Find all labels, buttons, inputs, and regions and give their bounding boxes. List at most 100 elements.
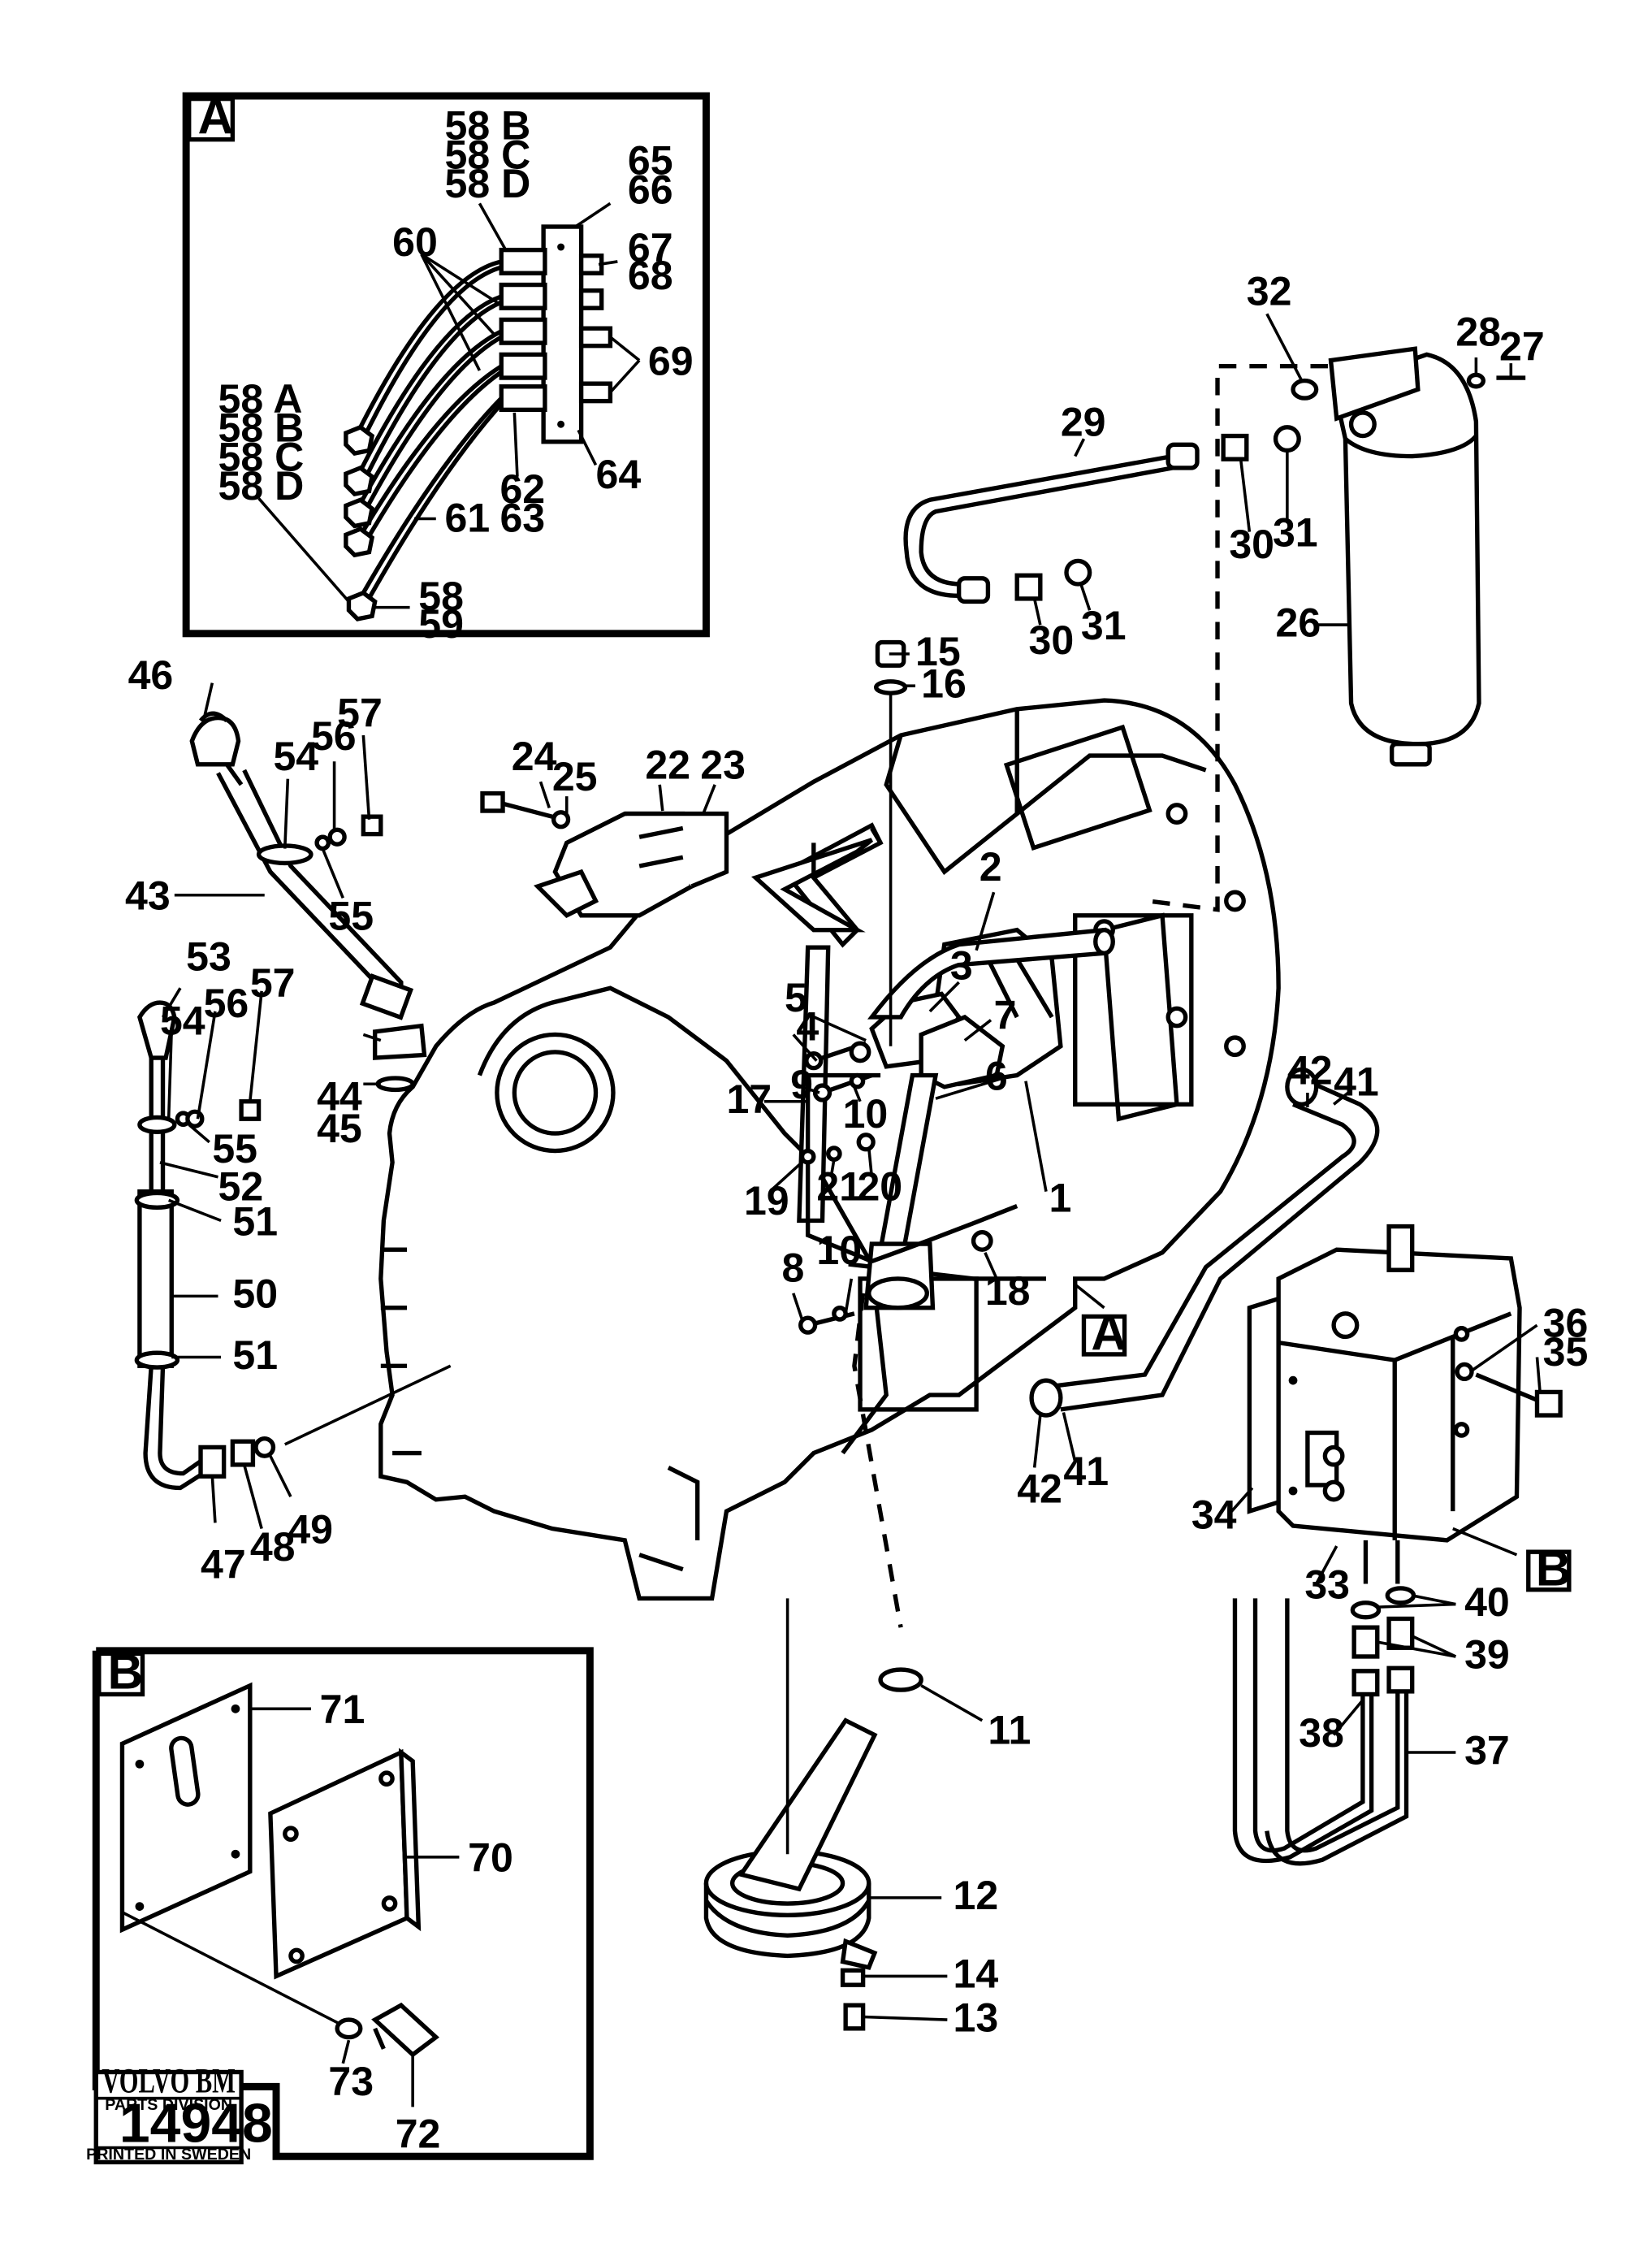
callout-a-58b: 58 B	[218, 405, 304, 451]
callout-52: 52	[218, 1163, 263, 1209]
detail-marker-b: B	[1526, 1540, 1572, 1596]
callout-14: 14	[953, 1951, 998, 1997]
callout-16: 16	[921, 661, 967, 707]
callout-18: 18	[985, 1268, 1031, 1314]
marker-b-text: B	[1536, 1540, 1572, 1596]
volvo-bm-stamp: VOLVO BM PARTS DIVISION 14948 PRINTED IN…	[86, 2063, 273, 2165]
control-lever-assembly	[134, 1000, 276, 1491]
filter-mount-dash	[1147, 364, 1328, 912]
callout-2: 2	[980, 844, 1002, 890]
callout-a-62: 62	[499, 466, 545, 512]
detail-b-inset: B 71 70 73 72	[92, 1644, 594, 2160]
callout-a-64: 64	[596, 452, 642, 497]
leader-lines	[159, 313, 1542, 2021]
callout-38: 38	[1299, 1710, 1344, 1756]
lever-linkage-line	[283, 1364, 452, 1446]
callout-21: 21	[816, 1163, 862, 1209]
callout-a-63: 63	[499, 496, 545, 541]
callout-42b: 42	[1017, 1466, 1062, 1511]
detail-b-tag-box	[97, 1651, 145, 1697]
callout-13: 13	[953, 1995, 998, 2040]
callout-57b: 57	[250, 960, 296, 1006]
callout-1: 1	[1049, 1176, 1072, 1221]
callout-b-70: 70	[468, 1835, 513, 1881]
callout-54a: 54	[273, 734, 318, 779]
callout-12: 12	[953, 1873, 998, 1918]
detail-a-inset: A	[182, 89, 710, 647]
detail-a-frame	[182, 92, 710, 638]
callout-50: 50	[232, 1271, 278, 1317]
hydraulic-hoses	[344, 259, 504, 622]
stamp-brand: VOLVO BM	[102, 2063, 236, 2101]
callout-36: 36	[1543, 1300, 1589, 1345]
callout-a-59: 59	[418, 601, 464, 647]
callout-33: 33	[1304, 1561, 1350, 1607]
stamp-number: 14948	[119, 2092, 273, 2154]
callout-31a: 31	[1273, 509, 1318, 555]
valve-block-b	[1247, 1224, 1563, 1584]
marker-a-text: A	[1091, 1306, 1127, 1361]
callout-3: 3	[950, 942, 973, 988]
callout-44: 44	[317, 1073, 362, 1119]
callout-23: 23	[700, 743, 746, 788]
callout-a-58c: 58 C	[218, 434, 304, 479]
stamp-division: PARTS DIVISION	[105, 2096, 232, 2114]
callout-a-58a: 58 A	[218, 376, 302, 422]
callout-43: 43	[125, 873, 171, 919]
callout-b-71: 71	[320, 1687, 365, 1732]
callout-a-65: 65	[628, 138, 673, 184]
callout-49: 49	[288, 1506, 333, 1552]
callout-b-73: 73	[328, 2059, 374, 2104]
strainer-assembly	[703, 1667, 923, 2031]
gasket-plate	[119, 1682, 253, 1934]
detail-a-tag-box	[187, 96, 236, 142]
callout-57a: 57	[337, 690, 383, 735]
detail-a-tag: A	[197, 89, 233, 145]
callout-a-61: 61	[445, 496, 491, 541]
detail-marker-a: A	[1081, 1306, 1127, 1361]
valve-b-tubes	[1232, 1586, 1416, 1866]
callout-b-72: 72	[396, 2111, 441, 2156]
washer	[335, 2017, 363, 2040]
callout-45: 45	[317, 1106, 362, 1151]
callout-a-58d: 58 D	[218, 463, 304, 509]
callout-10b: 10	[816, 1228, 862, 1273]
pump-valve-assembly	[751, 822, 1115, 1310]
callout-8: 8	[781, 1245, 804, 1291]
callout-numbers: 1 2 3 4 5 6 7 8 9 10 10 11 12 13 14 15 1…	[125, 269, 1588, 2041]
callout-5: 5	[785, 975, 807, 1020]
callout-27: 27	[1499, 324, 1545, 370]
callout-31b: 31	[1081, 603, 1127, 648]
callout-7: 7	[994, 992, 1017, 1037]
callout-11: 11	[988, 1707, 1031, 1752]
oil-filter-assembly	[1291, 346, 1526, 767]
callout-4: 4	[796, 1004, 819, 1050]
tube-to-18	[871, 1204, 1018, 1263]
callout-29: 29	[1061, 400, 1106, 445]
callout-a-58d-top: 58 D	[445, 161, 531, 206]
callout-56a: 56	[311, 713, 357, 759]
callout-6: 6	[985, 1053, 1008, 1098]
callout-30a: 30	[1229, 522, 1274, 567]
callout-a-58: 58	[418, 574, 464, 619]
callout-15: 15	[915, 629, 961, 674]
strainer-dash	[852, 1293, 903, 1628]
bolt-head	[371, 2002, 439, 2058]
dipstick-assembly	[189, 711, 427, 1093]
callout-54b: 54	[160, 998, 205, 1043]
callout-20: 20	[857, 1163, 902, 1209]
callout-37: 37	[1464, 1727, 1510, 1773]
control-valve-22	[480, 790, 729, 919]
callout-42a: 42	[1287, 1047, 1333, 1093]
callout-51b: 51	[232, 1332, 278, 1378]
callout-22: 22	[645, 743, 690, 788]
callout-a-69: 69	[648, 338, 694, 383]
callout-a-68: 68	[628, 253, 673, 298]
callout-24: 24	[512, 734, 557, 779]
transmission-housing	[378, 698, 1281, 1601]
callout-26: 26	[1276, 600, 1321, 645]
pump-bolts	[798, 1041, 993, 1335]
callout-a-67: 67	[628, 225, 673, 271]
